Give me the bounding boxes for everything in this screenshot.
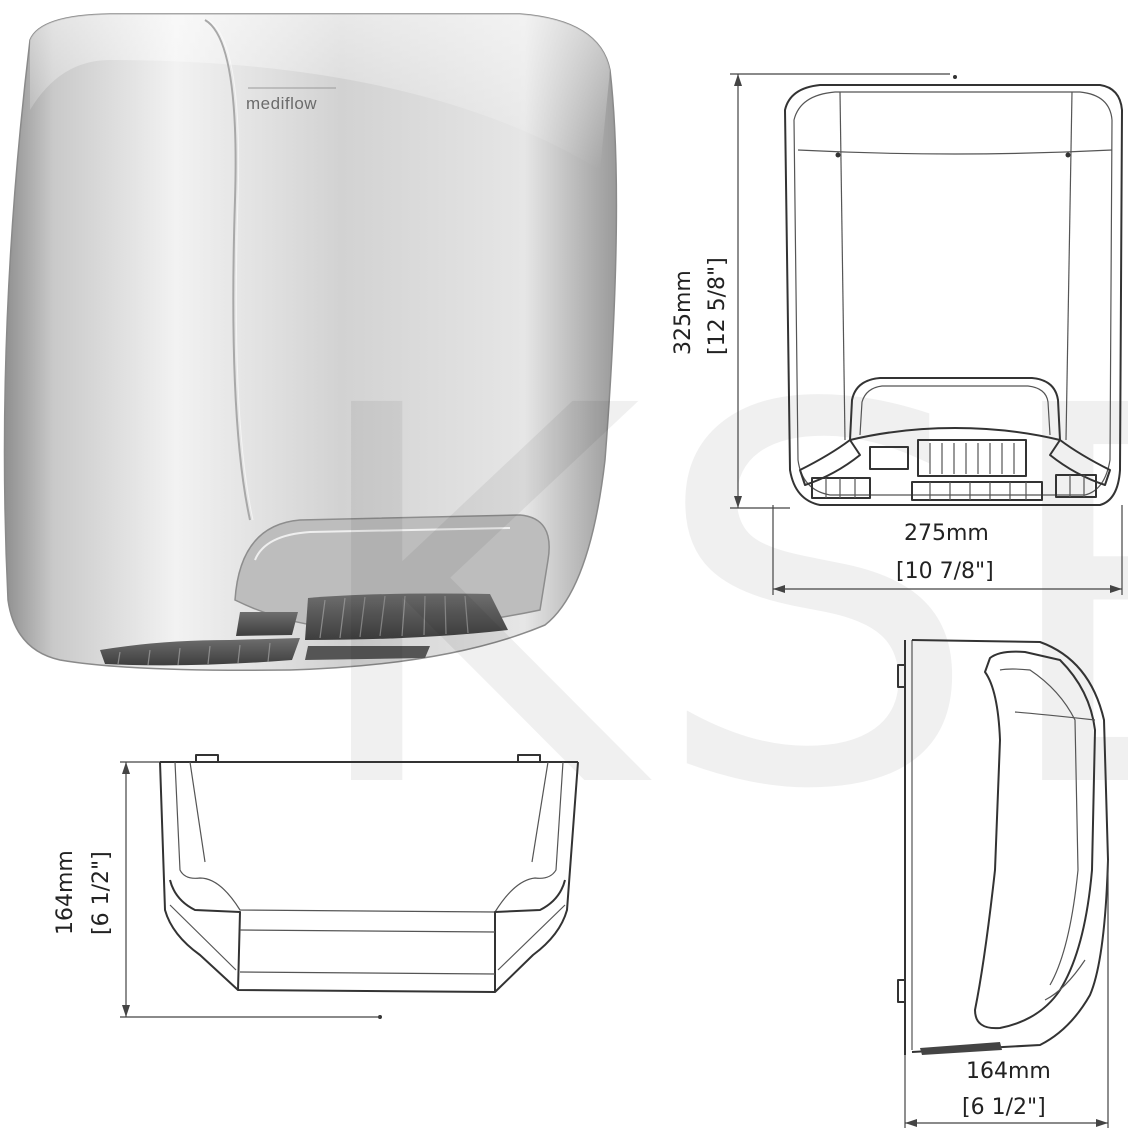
front-height-in-label: [12 5/8"]: [705, 257, 730, 355]
side-depth-mm-label: 164mm: [966, 1059, 1051, 1084]
top-view-drawing: [120, 754, 579, 1019]
front-width-mm-label: 275mm: [904, 521, 989, 546]
side-depth-in-label: [6 1/2"]: [962, 1095, 1046, 1120]
product-image: mediflow: [3, 13, 618, 672]
top-depth-mm-label: 164mm: [53, 850, 78, 935]
top-depth-in-label: [6 1/2"]: [89, 851, 114, 935]
front-view-drawing: [730, 73, 1123, 595]
front-height-mm-label: 325mm: [671, 270, 696, 355]
front-width-in-label: [10 7/8"]: [896, 559, 994, 584]
brand-logo: mediflow: [246, 94, 317, 113]
side-view-drawing: [897, 639, 1109, 1128]
watermark: KSE: [300, 297, 1128, 903]
